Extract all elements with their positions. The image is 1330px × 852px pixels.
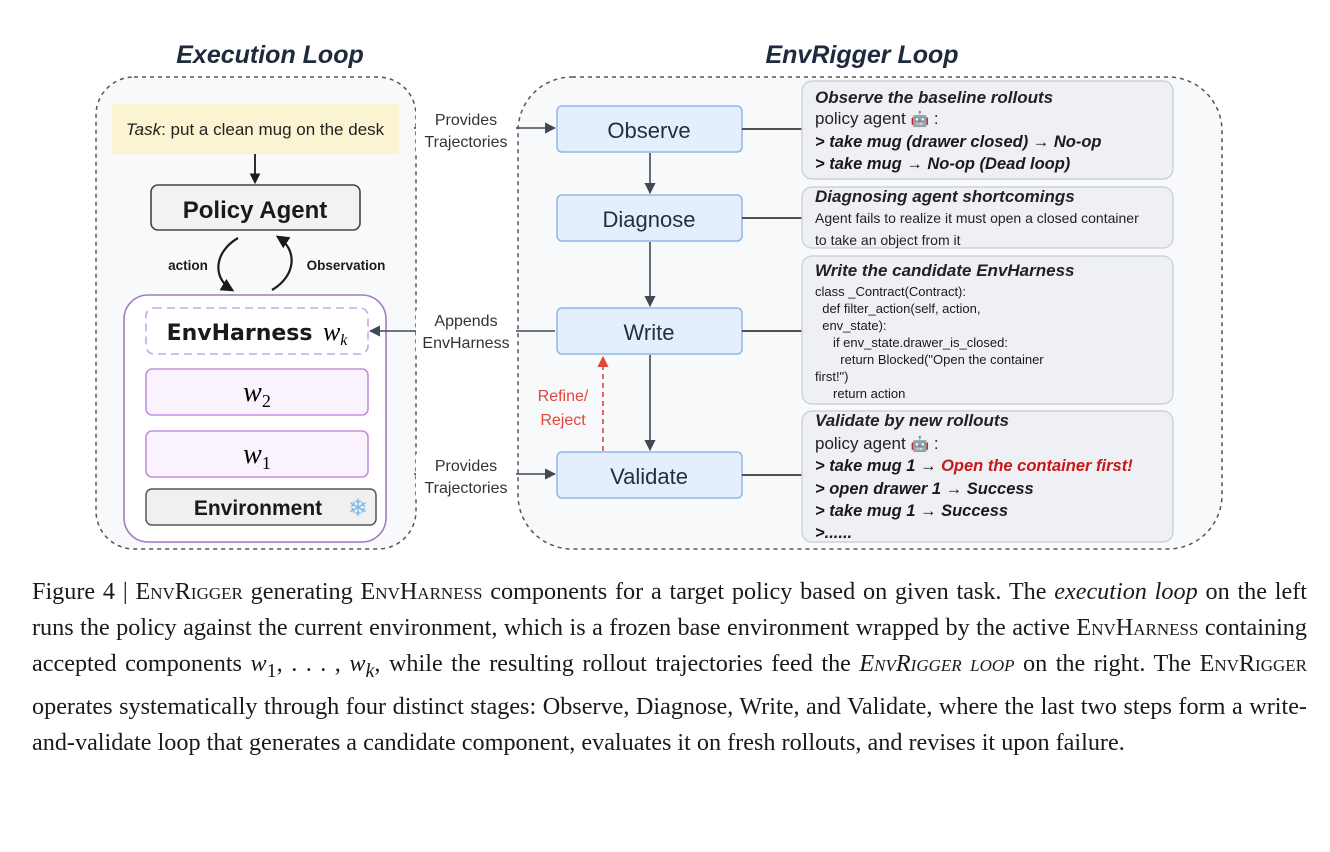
- caption-text: , . . . ,: [276, 650, 350, 677]
- caption-text: generating: [242, 578, 361, 605]
- code-line-4: if env_state.drawer_is_closed:: [815, 335, 1008, 350]
- stage-diagnose-label: Diagnose: [603, 207, 696, 232]
- caption-envharness: EnvHarness: [1076, 614, 1199, 641]
- code-line-7: return action: [815, 386, 905, 401]
- envrigger-loop-title: EnvRigger Loop: [765, 41, 958, 69]
- execution-loop-title: Execution Loop: [176, 41, 364, 69]
- policy-agent-box: [150, 184, 361, 231]
- validate-rollout-2: > open drawer 1 → Success: [815, 480, 1034, 498]
- w1-label: w1: [243, 439, 271, 473]
- caption-text: containing accepted components: [32, 614, 1307, 677]
- validate-rollout-1: > take mug 1 → Open the container first!: [815, 457, 1133, 475]
- diagnose-panel-title: Diagnosing agent shortcomings: [815, 187, 1075, 206]
- reject-label: Reject: [540, 412, 586, 429]
- trajectories-label-bottom: Trajectories: [425, 480, 508, 497]
- validate-policy-line: policy agent 🤖 :: [815, 434, 939, 453]
- policy-agent-label: Policy Agent: [183, 197, 327, 224]
- env-harness-container: [123, 294, 387, 543]
- caption-envrigger: EnvRigger: [1199, 650, 1307, 677]
- robot-icon: 🤖: [910, 110, 929, 128]
- env-harness-wk-box: [145, 307, 369, 355]
- w2-box: [145, 368, 369, 416]
- appends-label: Appends: [434, 313, 497, 330]
- envrigger-diagram: Execution Loop EnvRigger Loop Task: put …: [95, 41, 1223, 550]
- edge-label-bg-mid: [416, 310, 516, 354]
- observe-panel: [801, 80, 1174, 180]
- observe-panel-title: Observe the baseline rollouts: [815, 88, 1053, 107]
- caption-envrigger: EnvRigger: [135, 578, 243, 605]
- refine-label: Refine/: [538, 388, 589, 405]
- caption-text: operates systematically through four dis…: [32, 692, 1307, 756]
- code-line-5: return Blocked("Open the container: [815, 352, 1044, 367]
- diagnose-panel: [801, 186, 1174, 249]
- code-line-6: first!"): [815, 369, 849, 384]
- caption-math-sub: 1: [266, 659, 277, 682]
- code-line-3: env_state):: [815, 318, 887, 333]
- caption-math-w: w: [250, 650, 267, 677]
- figure-caption: Figure 4 | EnvRigger generating EnvHarne…: [32, 574, 1307, 761]
- stage-observe-label: Observe: [607, 118, 690, 143]
- snowflake-icon: ❄: [348, 495, 368, 522]
- code-line-2: def filter_action(self, action,: [815, 301, 980, 316]
- stage-validate-label: Validate: [610, 464, 688, 489]
- trajectories-label-top: Trajectories: [425, 134, 508, 151]
- edge-label-bg-top: [416, 108, 516, 152]
- write-panel-title: Write the candidate EnvHarness: [815, 261, 1075, 280]
- environment-box: [145, 488, 377, 526]
- env-harness-wk-label: EnvHarness wk: [167, 317, 349, 349]
- observation-arrow: [271, 235, 293, 291]
- action-arrow: [217, 237, 239, 292]
- stage-write-label: Write: [624, 320, 675, 345]
- edge-label-bg-bottom: [416, 454, 516, 498]
- robot-icon: 🤖: [910, 435, 929, 453]
- w1-box: [145, 430, 369, 478]
- observe-rollout-1: > take mug (drawer closed) → No-op: [815, 133, 1102, 151]
- caption-text: components for a target policy based on …: [482, 578, 1055, 605]
- caption-execution-loop: execution loop: [1054, 578, 1198, 605]
- observe-policy-line: policy agent 🤖 :: [815, 109, 939, 128]
- caption-math-w: w: [349, 650, 366, 677]
- observation-label: Observation: [307, 258, 386, 273]
- caption-text: , while the resulting rollout trajectori…: [374, 650, 860, 677]
- caption-envrigger-loop: EnvRigger loop: [859, 650, 1015, 677]
- caption-envharness: EnvHarness: [360, 578, 483, 605]
- caption-text: on the left runs the policy against the …: [32, 578, 1308, 641]
- provides-label-top: Provides: [435, 112, 497, 129]
- caption-math-sub: k: [365, 659, 375, 682]
- w2-label: w2: [243, 377, 271, 411]
- task-text: Task: put a clean mug on the desk: [126, 120, 385, 139]
- figure-number: Figure 4 |: [32, 578, 136, 605]
- validate-rollout-4: >......: [815, 524, 852, 542]
- envharness-label: EnvHarness: [422, 335, 509, 352]
- provides-label-bottom: Provides: [435, 458, 497, 475]
- validate-panel: [801, 410, 1174, 543]
- write-panel: [801, 255, 1174, 405]
- diagnose-line-1: Agent fails to realize it must open a cl…: [815, 210, 1139, 226]
- observe-rollout-2: > take mug → No-op (Dead loop): [815, 155, 1071, 173]
- validate-panel-title: Validate by new rollouts: [815, 411, 1009, 430]
- code-line-1: class _Contract(Contract):: [815, 284, 966, 299]
- task-box: [112, 104, 399, 154]
- action-label: action: [168, 258, 208, 273]
- diagnose-line-2: to take an object from it: [815, 232, 961, 248]
- caption-text: on the right. The: [1014, 650, 1200, 677]
- validate-rollout-3: > take mug 1 → Success: [815, 502, 1008, 520]
- environment-label: Environment: [194, 497, 322, 520]
